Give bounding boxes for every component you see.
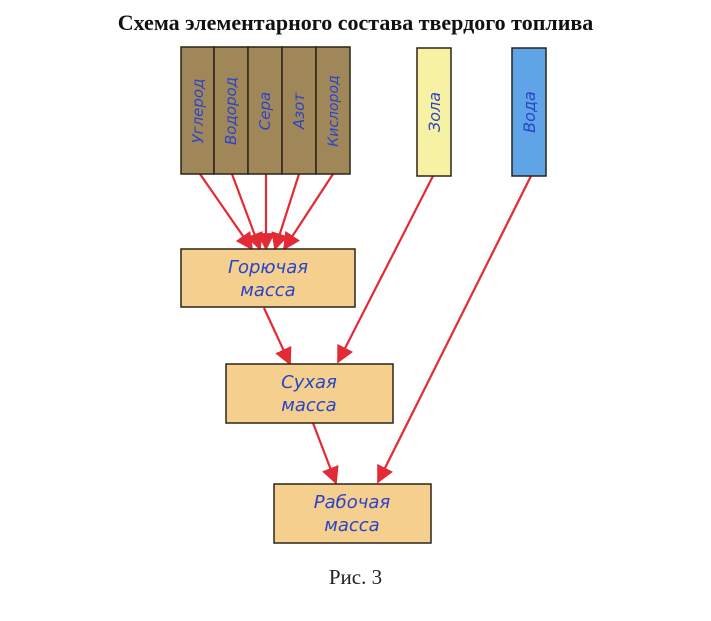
figure-caption: Рис. 3 bbox=[328, 565, 383, 589]
ash-box bbox=[416, 47, 452, 177]
element-label-sulfur: Сера bbox=[256, 92, 274, 130]
arrow-hydrogen-to-combustible bbox=[230, 173, 263, 251]
combustible-mass-label-line1: Горючая bbox=[228, 257, 308, 278]
water-label: Вода bbox=[520, 91, 539, 133]
working-mass-box: Рабочая масса bbox=[273, 483, 432, 544]
element-box-sulfur bbox=[247, 46, 283, 175]
arrow-combustible-to-dry bbox=[263, 307, 292, 366]
dry-mass-label-line1: Сухая bbox=[281, 372, 337, 393]
water-column: Вода bbox=[511, 47, 547, 177]
dry-mass-label-line2: масса bbox=[281, 395, 336, 416]
arrow-carbon-to-combustible bbox=[199, 173, 254, 251]
working-mass-label-line2: масса bbox=[324, 515, 379, 536]
combustible-mass-label-line2: масса bbox=[240, 280, 295, 301]
element-columns: Углерод Водород Сера Азот Кислород bbox=[180, 46, 351, 175]
arrow-nitrogen-to-combustible bbox=[271, 173, 301, 251]
arrow-oxygen-to-combustible bbox=[283, 173, 334, 251]
working-mass-label-line1: Рабочая bbox=[314, 492, 391, 513]
arrow-water-to-working bbox=[377, 175, 532, 484]
combustible-mass-box: Горючая масса bbox=[180, 248, 356, 308]
arrow-ash-to-dry bbox=[337, 175, 434, 364]
element-label-hydrogen: Водород bbox=[222, 77, 240, 145]
element-box-oxygen bbox=[315, 46, 351, 175]
element-label-carbon: Углерод bbox=[189, 79, 207, 144]
dry-mass-box: Сухая масса bbox=[225, 363, 394, 424]
arrows-group bbox=[199, 173, 532, 485]
element-label-oxygen: Кислород bbox=[326, 75, 342, 146]
diagram-title: Схема элементарного состава твердого топ… bbox=[117, 10, 594, 35]
ash-column: Зола bbox=[416, 47, 452, 177]
ash-label: Зола bbox=[425, 92, 444, 132]
arrow-dry-to-working bbox=[311, 422, 339, 485]
element-label-nitrogen: Азот bbox=[290, 92, 308, 130]
water-box bbox=[511, 47, 547, 177]
